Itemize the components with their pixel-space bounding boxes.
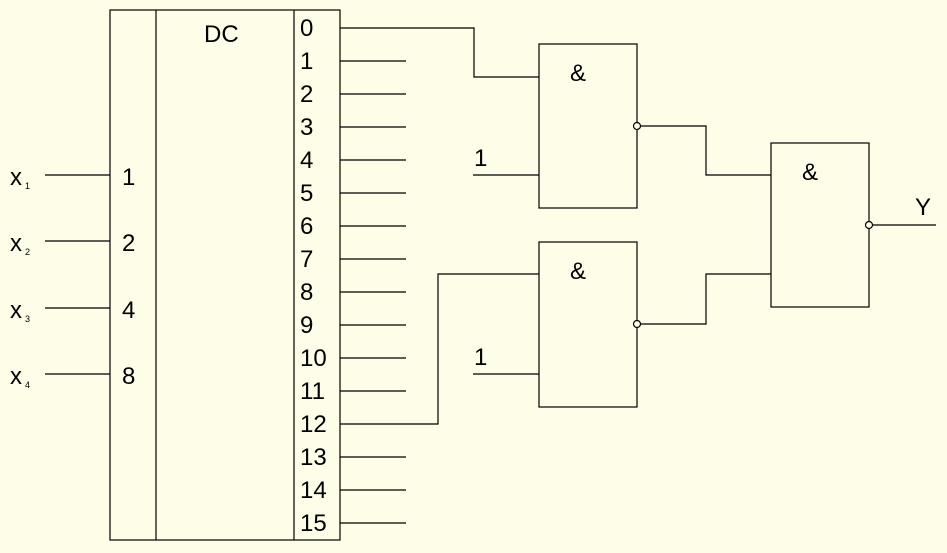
gate2-body	[538, 241, 638, 408]
input-index: 4	[25, 380, 30, 390]
wire-gate1-to-gate3	[640, 125, 771, 176]
gate3-symbol: &	[802, 159, 818, 186]
wire-gate2-to-gate3	[640, 273, 771, 325]
input-weight: 8	[122, 363, 135, 390]
gate1-body	[538, 43, 638, 209]
output-label-4: 4	[300, 147, 313, 174]
wire-output-0-to-gate1	[340, 27, 539, 78]
gate1-inversion-bubble	[632, 121, 642, 131]
input-name: x	[10, 164, 22, 191]
output-label-6: 6	[300, 213, 313, 240]
input-index: 1	[25, 181, 30, 191]
input-x4: x 4 8	[10, 363, 135, 390]
output-label-9: 9	[300, 312, 313, 339]
gate3-inversion-bubble	[864, 220, 874, 230]
output-label-0: 0	[300, 15, 313, 42]
output-label-2: 2	[300, 81, 313, 108]
output-label-3: 3	[300, 114, 313, 141]
decoder-title: DC	[204, 21, 239, 48]
output-label-15: 15	[300, 510, 327, 537]
gate1-const-label: 1	[474, 145, 487, 172]
gate2-inversion-bubble	[632, 319, 642, 329]
input-weight: 1	[122, 164, 135, 191]
input-weight: 4	[122, 297, 135, 324]
decoder-block: DC	[109, 9, 341, 541]
gate3-body	[770, 142, 870, 308]
output-label-12: 12	[300, 411, 327, 438]
gate2-symbol: &	[570, 258, 586, 285]
nand-gate-1: & 1	[473, 43, 642, 209]
decoder-outputs: 0 1 2 3 4 5 6 7 8 9 10 11 12 13 14 15	[300, 15, 406, 537]
output-label-1: 1	[300, 48, 313, 75]
output-label-7: 7	[300, 246, 313, 273]
output-label: Y	[915, 194, 931, 221]
output-label-11: 11	[300, 378, 325, 405]
input-weight: 2	[122, 230, 135, 257]
gate1-symbol: &	[570, 60, 586, 87]
decoder-inputs: x 1 1 x 2 2 x 3 4 x 4 8	[10, 164, 135, 390]
input-x2: x 2 2	[10, 230, 135, 257]
input-name: x	[10, 297, 22, 324]
output-label-8: 8	[300, 279, 313, 306]
input-x1: x 1 1	[10, 164, 135, 191]
input-index: 3	[25, 314, 30, 324]
wire-output-12-to-gate2	[340, 273, 539, 425]
input-name: x	[10, 230, 22, 257]
input-index: 2	[25, 247, 30, 257]
decoder-outline	[109, 9, 341, 541]
gate2-const-label: 1	[474, 344, 487, 371]
input-x3: x 3 4	[10, 297, 135, 324]
output-label-14: 14	[300, 477, 327, 504]
output-label-13: 13	[300, 444, 327, 471]
nand-gate-2: & 1	[473, 241, 642, 408]
output-label-5: 5	[300, 180, 313, 207]
input-name: x	[10, 363, 22, 390]
output-label-10: 10	[300, 345, 327, 372]
nand-gate-3: & Y	[770, 142, 936, 308]
